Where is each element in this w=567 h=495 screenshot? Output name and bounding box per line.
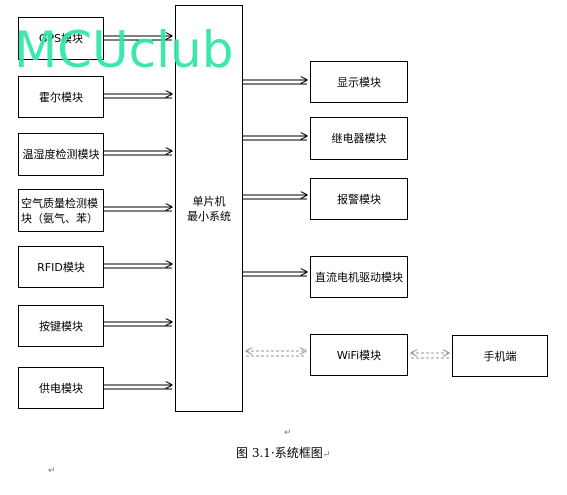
- phone-label: 手机端: [483, 349, 517, 363]
- temp-humidity-module-box: 温湿度检测模块: [18, 133, 104, 176]
- keys-module-label: 按键模块: [39, 319, 83, 333]
- gps-module-box: GPS模块: [18, 17, 104, 60]
- display-module-box: 显示模块: [310, 61, 408, 103]
- arrow-power: [103, 385, 172, 390]
- power-module-label: 供电模块: [39, 381, 83, 395]
- arrow-motor-driver: [242, 272, 307, 277]
- arrow-rfid: [103, 264, 172, 269]
- arrow-air-quality: [103, 207, 172, 212]
- paragraph-mark-bottom: ↵: [48, 466, 56, 476]
- paragraph-mark-top: ↵: [284, 428, 292, 438]
- alarm-module-box: 报警模块: [310, 178, 408, 220]
- display-module-label: 显示模块: [337, 75, 381, 89]
- motor-driver-module-label: 直流电机驱动模块: [315, 270, 403, 284]
- air-quality-module-label: 空气质量检测模块（氨气、苯）: [21, 196, 98, 225]
- arrow-hall: [103, 94, 172, 99]
- alarm-module-label: 报警模块: [337, 192, 381, 206]
- mcu-minimum-system-box: 单片机 最小系统: [175, 5, 243, 412]
- arrow-temp-humidity: [103, 151, 172, 156]
- output-arrows: [242, 80, 307, 277]
- relay-module-box: 继电器模块: [310, 117, 408, 160]
- temp-humidity-module-label: 温湿度检测模块: [22, 148, 100, 161]
- arrow-gps: [103, 36, 172, 41]
- arrow-display: [242, 80, 307, 85]
- wifi-module-label: WiFi模块: [336, 348, 382, 362]
- wifi-link-phone: [411, 353, 449, 359]
- mcu-label-line1: 单片机: [192, 194, 226, 208]
- wifi-link-mcu: [246, 351, 306, 357]
- air-quality-module-box: 空气质量检测模块（氨气、苯）: [18, 189, 104, 232]
- hall-module-box: 霍尔模块: [18, 76, 104, 118]
- mcuclub-watermark: MCUclub: [14, 21, 234, 79]
- arrow-keys: [103, 322, 172, 327]
- power-module-box: 供电模块: [18, 367, 104, 409]
- hall-module-label: 霍尔模块: [39, 90, 83, 104]
- keys-module-box: 按键模块: [18, 305, 104, 347]
- input-arrows: [103, 36, 172, 390]
- mcu-label-line2: 最小系统: [187, 209, 231, 223]
- caption-paragraph-mark: ↵: [322, 450, 331, 460]
- wifi-module-box: WiFi模块: [310, 334, 408, 376]
- motor-driver-module-box: 直流电机驱动模块: [310, 256, 408, 298]
- gps-module-label: GPS模块: [38, 32, 84, 45]
- arrow-alarm: [242, 195, 307, 200]
- phone-box: 手机端: [452, 335, 548, 377]
- rfid-module-box: RFID模块: [18, 246, 104, 288]
- figure-caption: 图 3.1·系统框图↵: [236, 444, 330, 461]
- rfid-module-label: RFID模块: [37, 260, 85, 274]
- arrow-relay: [242, 136, 307, 141]
- figure-caption-text: 图 3.1·系统框图: [236, 446, 323, 460]
- relay-module-label: 继电器模块: [331, 132, 387, 145]
